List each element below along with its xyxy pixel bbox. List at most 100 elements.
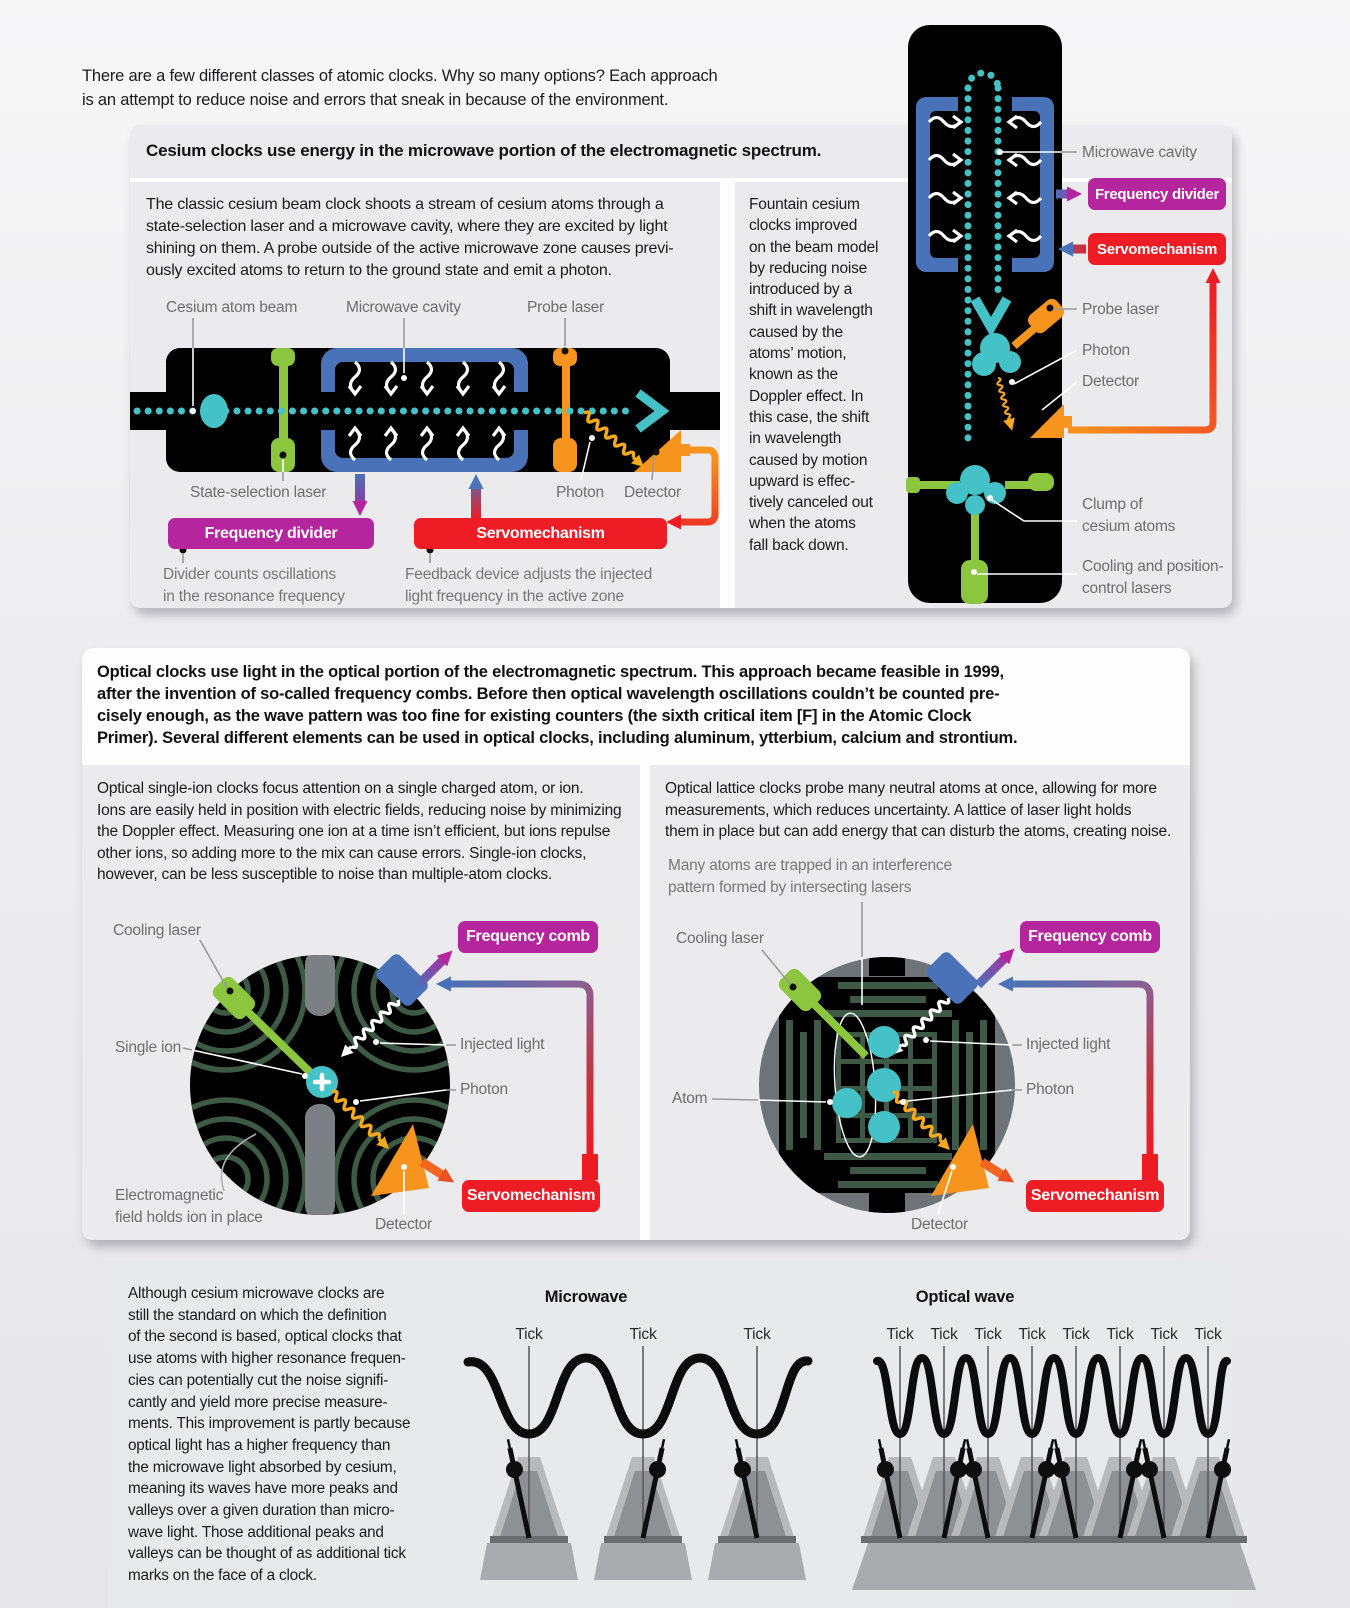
frequency-divider-box: Frequency divider <box>168 518 374 549</box>
lattice-photon-squiggle <box>888 1088 950 1150</box>
fountain-cooling-lasers <box>906 473 1054 604</box>
single-ion-shape <box>306 1066 338 1098</box>
lattice-leader-lines <box>711 902 1022 1215</box>
ion-detector-shape <box>371 1124 429 1196</box>
optical-comparison <box>852 1346 1256 1590</box>
servomechanism-box: Servomechanism <box>414 518 667 549</box>
probe-laser-shape <box>553 348 577 472</box>
lattice-servomechanism-box: Servomechanism <box>1026 1180 1164 1212</box>
label-probe-laser: Probe laser <box>527 299 605 316</box>
fountain-clock <box>906 25 1221 604</box>
lattice-paragraph: Optical lattice clocks probe many neutra… <box>665 780 1172 840</box>
cesium-atom <box>200 394 228 428</box>
lattice-label-detector: Detector <box>911 1216 968 1233</box>
state-selection-laser-shape <box>271 348 295 472</box>
tick-label: Tick <box>629 1326 657 1343</box>
lattice-label-atom: Atom <box>672 1090 708 1107</box>
lattice-detector-shape <box>931 1124 989 1196</box>
ion-label-field: Electromagnetic field holds ion in place <box>115 1187 263 1226</box>
tick-label: Tick <box>515 1326 543 1343</box>
tick-label: Tick <box>930 1326 958 1343</box>
beam-paragraph: The classic cesium beam clock shoots a s… <box>146 196 674 279</box>
single-ion-paragraph: Optical single-ion clocks focus attentio… <box>97 780 622 883</box>
optical-wave-title: Optical wave <box>915 1288 1015 1306</box>
tick-label: Tick <box>1106 1326 1134 1343</box>
fountain-detector-to-servo <box>1068 268 1221 434</box>
label-photon: Photon <box>556 484 604 501</box>
tick-label: Tick <box>743 1326 771 1343</box>
fountain-frequency-divider-box: Frequency divider <box>1088 178 1226 210</box>
intro-text: There are a few different classes of ato… <box>82 67 718 109</box>
cesium-section-header: Cesium clocks use energy in the microwav… <box>146 141 822 160</box>
injected-light-source <box>376 954 428 1006</box>
ion-label-single-ion: Single ion <box>115 1039 182 1056</box>
fountain-path-dots <box>964 69 1002 452</box>
tick-lines-microwave <box>528 1346 758 1538</box>
lattice-feedback-loop <box>998 976 1154 1158</box>
cooling-laser-shape <box>212 976 256 1020</box>
lattice-to-comb-arrow <box>974 948 1015 989</box>
fountain-leader-lines <box>971 149 1078 575</box>
fountain-label-detector: Detector <box>1082 373 1139 390</box>
tick-lines-optical <box>899 1346 1209 1538</box>
optical-section-header: Optical clocks use light in the optical … <box>97 663 1018 747</box>
fountain-label-clump: Clump of cesium atoms <box>1082 496 1176 535</box>
fountain-servomechanism-box: Servomechanism <box>1088 233 1226 265</box>
lattice-label-photon: Photon <box>1026 1081 1074 1098</box>
tick-label: Tick <box>1062 1326 1090 1343</box>
lower-atom-clump <box>946 465 1006 515</box>
photon-squiggle <box>579 408 644 467</box>
divider-caption: Divider counts oscillations in the reson… <box>163 566 345 605</box>
beam-exit-arrow-icon <box>635 389 670 433</box>
laser-lattice-pattern <box>786 982 987 1188</box>
optical-wave <box>873 1353 1231 1439</box>
fountain-label-cavity: Microwave cavity <box>1082 144 1197 161</box>
fountain-photon-squiggle <box>994 376 1015 431</box>
lattice-frequency-comb-box: Frequency comb <box>1020 921 1160 953</box>
electrode-top <box>305 955 335 1016</box>
tick-label: Tick <box>1194 1326 1222 1343</box>
microwave-comparison <box>463 1346 813 1580</box>
tick-label: Tick <box>1150 1326 1178 1343</box>
ion-label-detector: Detector <box>375 1216 432 1233</box>
lattice-caption: Many atoms are trapped in an interferenc… <box>668 857 952 896</box>
lattice-label-cooling: Cooling laser <box>676 930 764 947</box>
tick-label: Tick <box>1018 1326 1046 1343</box>
ion-label-injected: Injected light <box>460 1036 545 1053</box>
ion-to-comb-arrow <box>412 950 453 991</box>
electrode-bottom <box>305 1104 335 1215</box>
fountain-detector-shape <box>1030 404 1072 438</box>
fountain-probe-laser <box>1011 298 1064 350</box>
shared-metronome-base <box>852 1543 1256 1590</box>
ion-photon-squiggle <box>327 1087 389 1149</box>
lattice-label-injected: Injected light <box>1026 1036 1111 1053</box>
tick-label: Tick <box>974 1326 1002 1343</box>
falling-atoms-arrow-icon <box>970 296 1012 338</box>
ion-feedback-loop <box>436 976 594 1158</box>
ion-label-cooling: Cooling laser <box>113 922 201 939</box>
injected-light-squiggle <box>341 995 403 1057</box>
label-state-selection-laser: State-selection laser <box>190 484 327 501</box>
lattice-atoms <box>832 1026 901 1143</box>
ion-label-photon: Photon <box>460 1081 508 1098</box>
lattice-injected-light-source <box>926 952 978 1004</box>
comparison-paragraph: Although cesium microwave clocks are sti… <box>128 1285 411 1585</box>
ion-servomechanism-box: Servomechanism <box>462 1180 600 1212</box>
cesium-beam-machine <box>130 318 720 563</box>
lattice-diagram <box>711 902 1158 1215</box>
fountain-paragraph: Fountain cesium clocks improved on the b… <box>749 196 879 554</box>
label-microwave-cavity: Microwave cavity <box>346 299 461 316</box>
fountain-label-cooling: Cooling and position- control lasers <box>1082 558 1224 597</box>
detector-to-servo-connector <box>666 446 719 530</box>
lattice-detector-to-servo-arrow <box>979 1158 1015 1183</box>
tick-label: Tick <box>886 1326 914 1343</box>
fountain-label-photon: Photon <box>1082 342 1130 359</box>
label-cesium-atom-beam: Cesium atom beam <box>166 299 298 316</box>
ion-detector-to-servo-arrow <box>419 1158 455 1183</box>
microwave-wave <box>463 1353 813 1439</box>
ion-leader-lines <box>182 939 456 1214</box>
label-detector: Detector <box>624 484 681 501</box>
upper-atom-clump <box>972 333 1021 376</box>
